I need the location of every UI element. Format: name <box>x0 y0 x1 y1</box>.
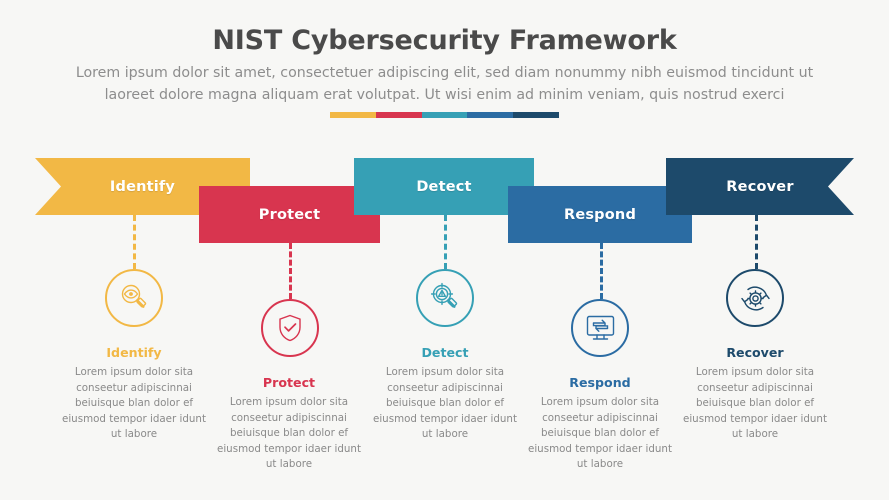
block-protect: Protect Lorem ipsum dolor sita conseetur… <box>212 375 366 473</box>
block-recover-title: Recover <box>726 345 784 360</box>
magnifier-eye-icon <box>121 284 147 308</box>
accent-segment-identify <box>330 112 376 118</box>
accent-segment-protect <box>375 112 422 118</box>
connector-respond <box>600 243 603 299</box>
block-detect-title: Detect <box>421 345 469 360</box>
monitor-exchange-icon <box>586 315 614 340</box>
icon-circle-detect[interactable] <box>416 269 474 327</box>
ribbon-recover[interactable]: Recover <box>666 158 854 215</box>
connector-detect <box>444 215 447 269</box>
ribbon-protect-shape <box>199 186 380 243</box>
block-identify-desc: Lorem ipsum dolor sita conseetur adipisc… <box>61 366 206 440</box>
block-detect-desc: Lorem ipsum dolor sita conseetur adipisc… <box>372 366 517 440</box>
ribbon-recover-shape <box>666 158 854 215</box>
block-protect-desc: Lorem ipsum dolor sita conseetur adipisc… <box>216 396 361 470</box>
gear-refresh-icon <box>740 286 770 310</box>
ribbon-respond[interactable]: Respond <box>508 186 692 243</box>
connector-recover <box>755 215 758 269</box>
icon-circle-respond[interactable] <box>571 299 629 357</box>
accent-segment-recover <box>513 112 559 118</box>
block-identify: Identify Lorem ipsum dolor sita conseetu… <box>57 345 211 443</box>
ribbon-recover-label: Recover <box>726 178 794 195</box>
ribbon-protect-label: Protect <box>258 206 321 223</box>
block-protect-title: Protect <box>262 375 316 390</box>
icon-circle-protect[interactable] <box>261 299 319 357</box>
block-respond: Respond Lorem ipsum dolor sita conseetur… <box>523 375 677 473</box>
page-subtitle: Lorem ipsum dolor sit amet, consectetuer… <box>75 65 814 103</box>
block-recover-desc: Lorem ipsum dolor sita conseetur adipisc… <box>682 366 827 440</box>
accent-color-bar <box>330 112 559 118</box>
block-respond-title: Respond <box>569 375 631 390</box>
block-detect: Detect Lorem ipsum dolor sita conseetur … <box>368 345 522 443</box>
shield-check-icon <box>279 314 301 342</box>
magnifier-alert-icon <box>430 282 458 308</box>
block-identify-title: Identify <box>106 345 162 360</box>
icon-circle-recover[interactable] <box>726 269 784 327</box>
accent-segment-detect <box>421 112 468 118</box>
accent-segment-respond <box>467 112 514 118</box>
ribbon-respond-label: Respond <box>563 206 637 223</box>
ribbon-respond-shape <box>508 186 692 243</box>
ribbon-protect[interactable]: Protect <box>199 186 380 243</box>
block-recover: Recover Lorem ipsum dolor sita conseetur… <box>678 345 832 443</box>
connector-protect <box>289 243 292 299</box>
ribbon-detect-label: Detect <box>416 178 472 195</box>
page-title: NIST Cybersecurity Framework <box>212 25 677 56</box>
ribbon-identify-label: Identify <box>109 178 176 195</box>
block-respond-desc: Lorem ipsum dolor sita conseetur adipisc… <box>527 396 672 470</box>
ribbon-detect[interactable]: Detect <box>354 158 534 215</box>
ribbon-detect-shape <box>354 158 534 215</box>
icon-circle-identify[interactable] <box>105 269 163 327</box>
connector-identify <box>133 215 136 269</box>
